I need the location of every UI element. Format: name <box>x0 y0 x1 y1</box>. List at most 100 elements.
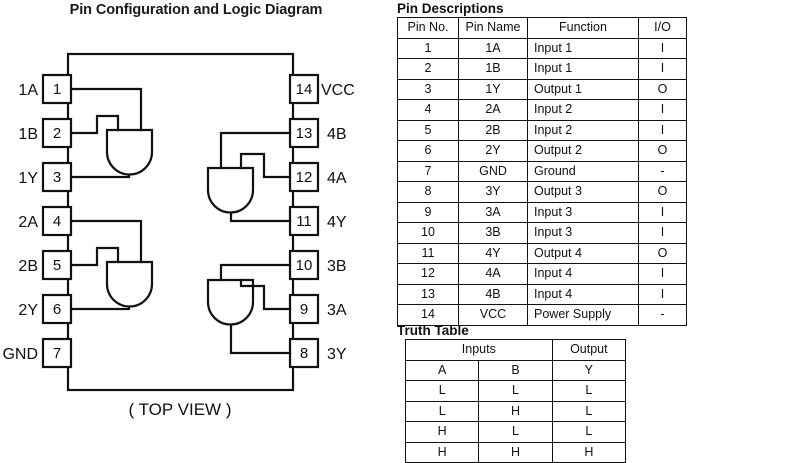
pin-name-3B: 3B <box>327 258 347 275</box>
pin-name-2Y: 2Y <box>18 302 38 319</box>
gate2-output-wire <box>69 305 131 311</box>
pin-number-11: 11 <box>296 213 312 230</box>
cell-pin-name: 3A <box>458 201 528 223</box>
pin-box-4 <box>41 205 73 237</box>
column-header-pin-name: Pin Name <box>458 17 528 39</box>
gate3-output-wire <box>229 323 292 355</box>
pin-name-2A: 2A <box>18 214 38 231</box>
pin-name-3A: 3A <box>327 302 347 319</box>
pin-box-6 <box>41 293 73 325</box>
cell-function: Input 3 <box>527 201 639 223</box>
gate4-input-b-wire <box>219 131 292 170</box>
diagram-title: Pin Configuration and Logic Diagram <box>69 2 323 18</box>
cell-function: Input 4 <box>527 263 639 285</box>
cell-io: I <box>638 222 687 244</box>
gate2-input-a-wire <box>69 219 143 264</box>
cell-io: - <box>638 160 687 182</box>
pin-number-3: 3 <box>53 169 61 186</box>
cell-pin-name: 4A <box>458 263 528 285</box>
cell-io: O <box>638 140 687 162</box>
cell-pin-name: 1Y <box>458 78 528 100</box>
cell-pin-no: 9 <box>397 201 459 223</box>
pin-box-12 <box>288 161 320 193</box>
cell-pin-no: 3 <box>397 78 459 100</box>
cell-pin-name: 1B <box>458 58 528 80</box>
cell-function: Input 3 <box>527 222 639 244</box>
pin-number-5: 5 <box>53 257 61 274</box>
gate1-output-wire <box>69 173 131 179</box>
pin-box-5 <box>41 249 73 281</box>
cell-pin-no: 12 <box>397 263 459 285</box>
truth-group-header-row: Inputs Output <box>405 339 627 361</box>
cell-input-a: L <box>404 380 480 402</box>
cell-io: I <box>638 37 687 59</box>
cell-io: I <box>638 283 687 305</box>
cell-io: I <box>638 263 687 285</box>
pin-name-1A: 1A <box>18 82 38 99</box>
gate1-input-b-wire <box>69 114 120 135</box>
cell-pin-no: 2 <box>397 58 459 80</box>
cell-pin-no: 5 <box>397 119 459 141</box>
pin-number-4: 4 <box>53 213 61 230</box>
gate1-input-a-wire <box>69 87 143 132</box>
logic-diagram-svg: 1 2 3 4 5 6 7 1A 1B 1Y 2A 2B 2Y GND 14 1… <box>2 52 355 419</box>
cell-function: Input 2 <box>527 119 639 141</box>
cell-input-a: L <box>404 400 480 422</box>
cell-pin-name: 4B <box>458 283 528 305</box>
cell-input-a: H <box>404 441 480 463</box>
pin-number-14: 14 <box>296 81 313 98</box>
column-header-io: I/O <box>638 17 687 39</box>
pin-number-13: 13 <box>296 125 313 142</box>
tables-panel: Pin Descriptions Pin No. Pin Name Functi… <box>392 0 786 463</box>
cell-function: Output 1 <box>527 78 639 100</box>
column-header-y: Y <box>551 359 627 381</box>
pin-number-1: 1 <box>53 81 61 98</box>
cell-input-b: H <box>478 400 553 422</box>
cell-pin-no: 11 <box>397 242 459 264</box>
and-gate-4 <box>206 166 255 214</box>
table-header-row: Pin No. Pin Name Function I/O <box>397 17 687 39</box>
cell-io: I <box>638 58 687 80</box>
pin-number-9: 9 <box>300 301 308 318</box>
cell-io: O <box>638 242 687 264</box>
pin-box-7 <box>41 337 73 369</box>
pin-box-13 <box>288 117 320 149</box>
cell-pin-no: 13 <box>397 283 459 305</box>
top-view-caption: ( TOP VIEW ) <box>129 400 232 419</box>
cell-function: Input 1 <box>527 37 639 59</box>
cell-io: I <box>638 99 687 121</box>
pin-name-4Y: 4Y <box>327 214 347 231</box>
cell-output-y: L <box>551 380 627 402</box>
cell-io: O <box>638 181 687 203</box>
column-header-function: Function <box>527 17 639 39</box>
cell-input-b: H <box>478 441 553 463</box>
cell-output-y: L <box>551 421 627 443</box>
pin-number-12: 12 <box>296 169 313 186</box>
cell-pin-no: 7 <box>397 160 459 182</box>
cell-pin-name: 2Y <box>458 140 528 162</box>
cell-input-b: L <box>478 421 553 443</box>
pin-number-2: 2 <box>53 125 61 142</box>
cell-io: I <box>638 119 687 141</box>
pin-name-4A: 4A <box>327 170 347 187</box>
cell-pin-name: 2A <box>458 99 528 121</box>
cell-function: Output 3 <box>527 181 639 203</box>
cell-function: Output 4 <box>527 242 639 264</box>
cell-function: Power Supply <box>527 304 639 326</box>
pin-name-1B: 1B <box>18 126 38 143</box>
cell-pin-name: 3B <box>458 222 528 244</box>
